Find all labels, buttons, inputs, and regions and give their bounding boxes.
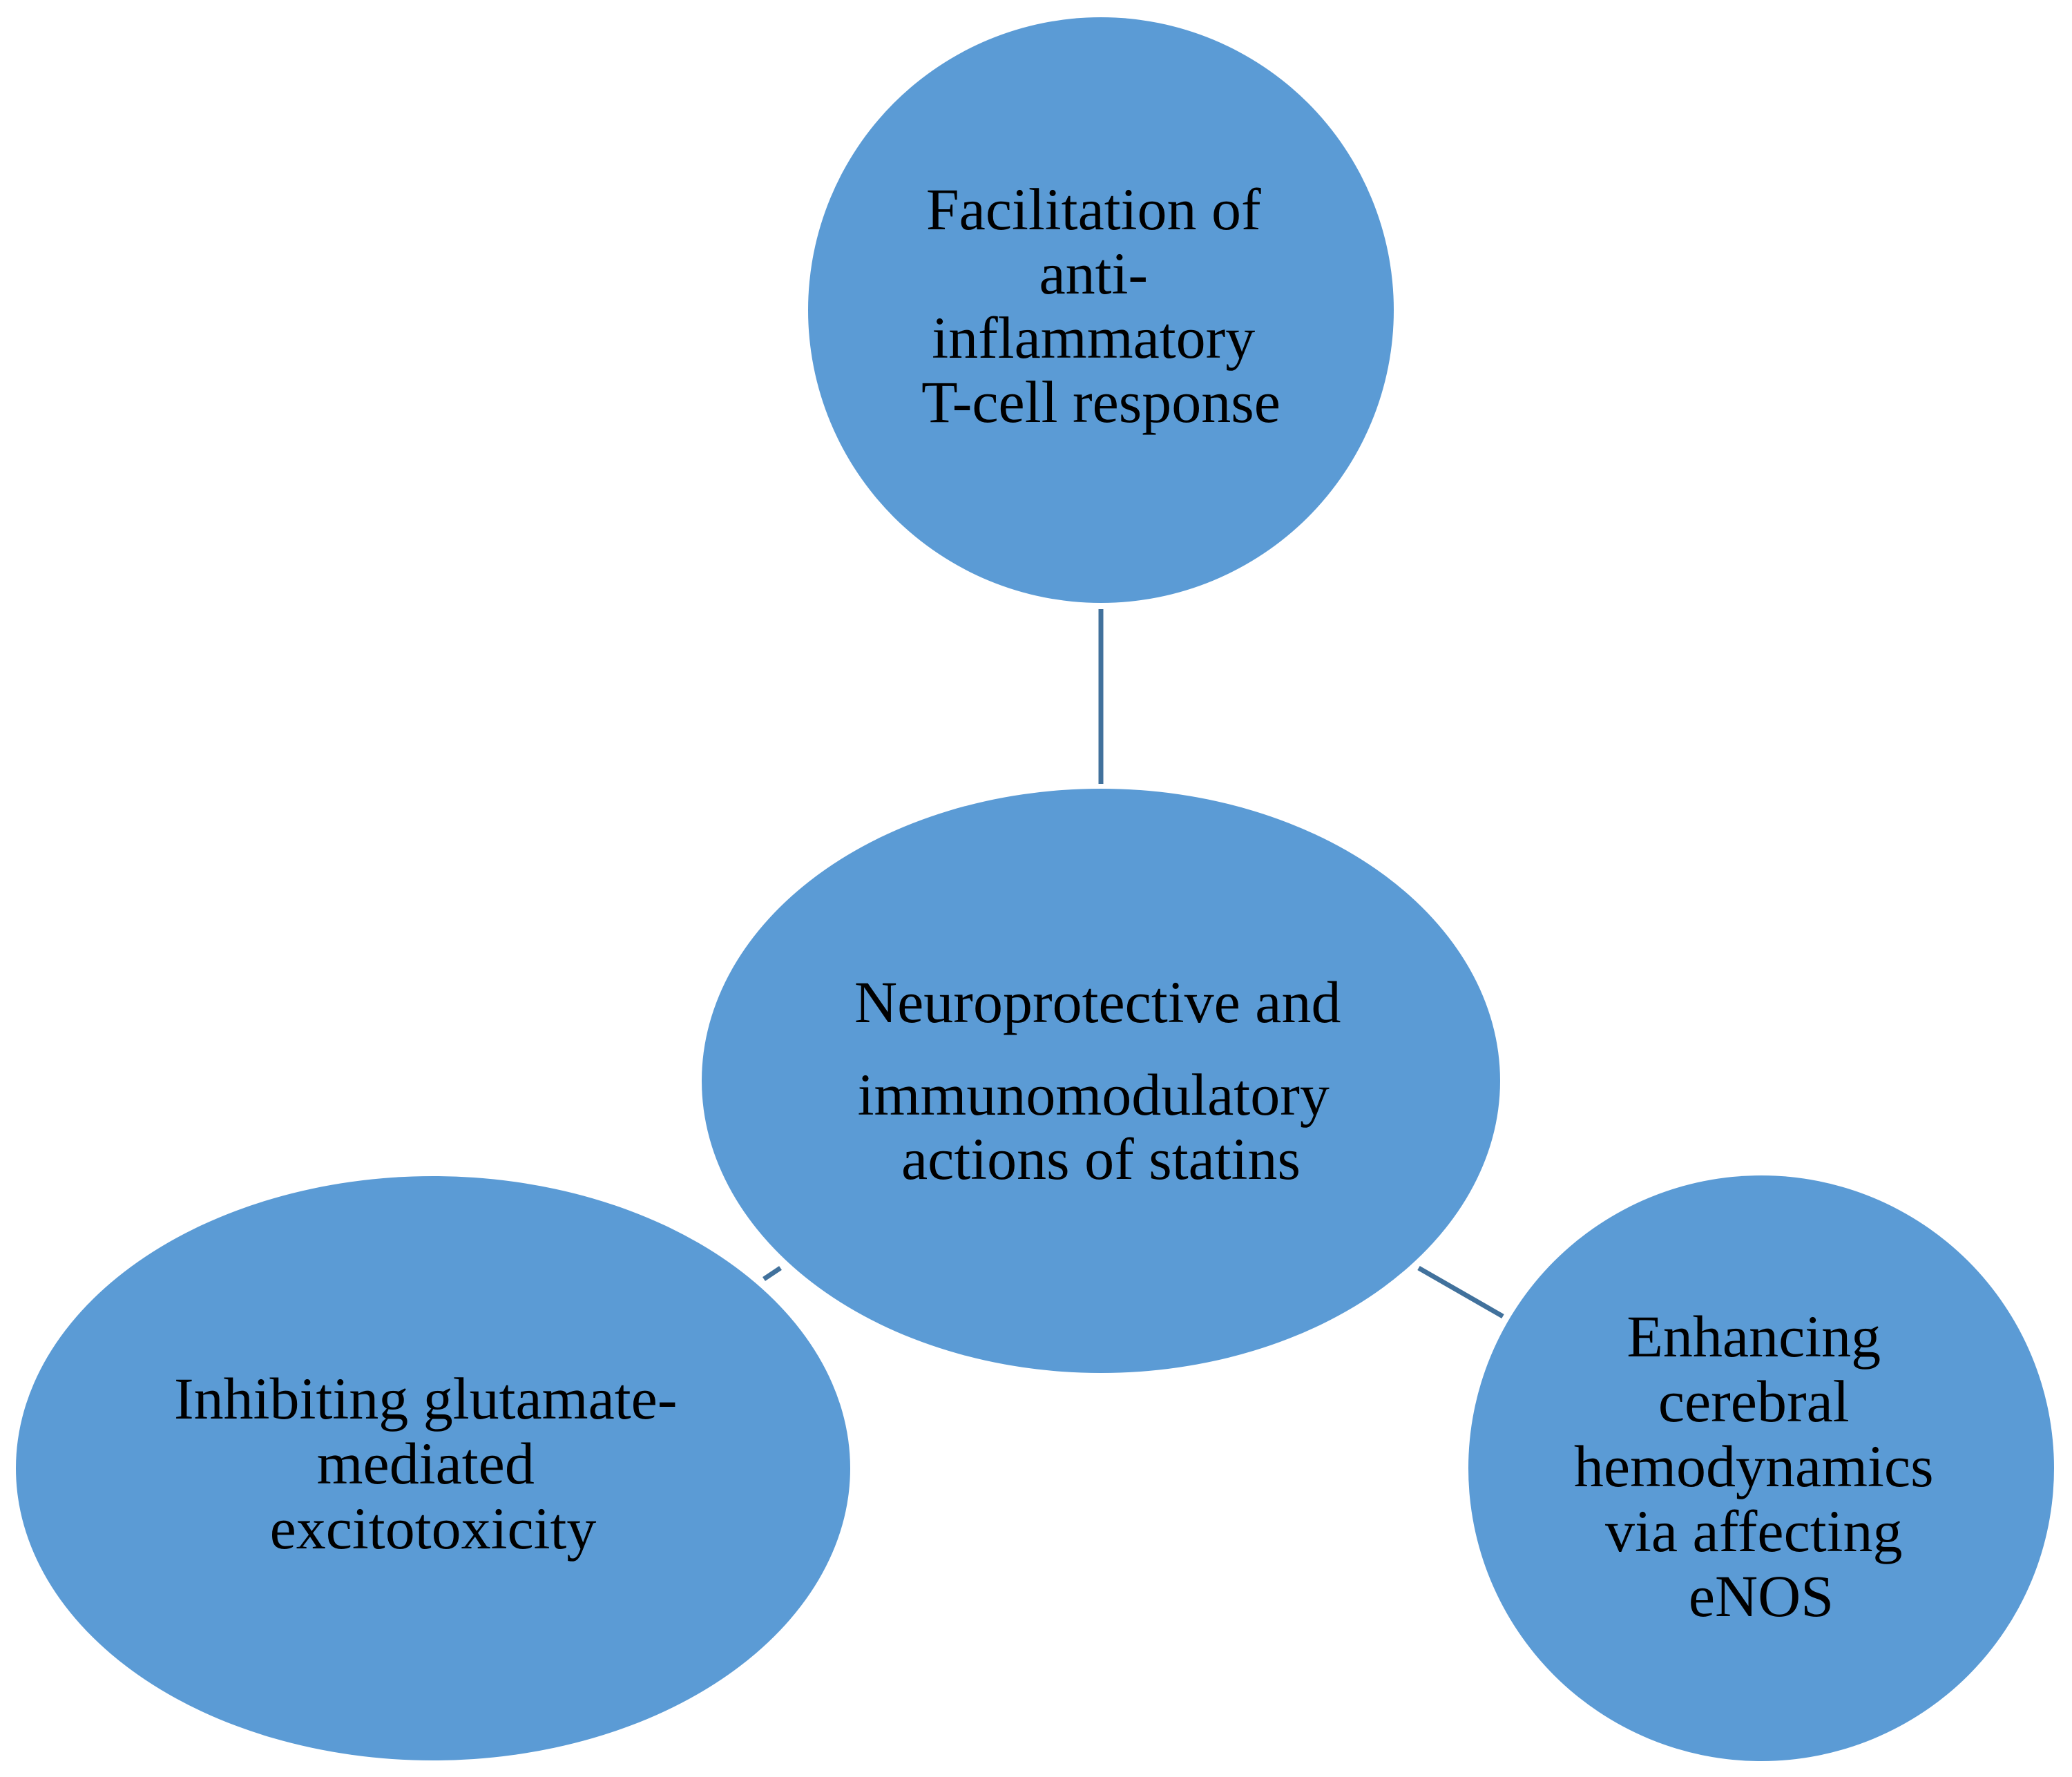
node-right-line-3: hemodynamics — [1574, 1433, 1934, 1499]
node-left-line-1: Inhibiting glutamate- — [174, 1365, 677, 1432]
node-left-ellipse — [16, 1176, 850, 1760]
node-center-line-2: immunomodulatory — [858, 1062, 1330, 1128]
node-right-line-4: via affecting — [1605, 1498, 1903, 1564]
node-right-circle — [1468, 1175, 2054, 1761]
node-right-line-2: cerebral — [1658, 1368, 1850, 1434]
node-right-line-1: Enhancing — [1627, 1303, 1881, 1370]
node-top-line-1: Facilitation of — [926, 176, 1261, 242]
node-top: Facilitation of anti- inflammatory T-cel… — [808, 17, 1394, 603]
node-right-label: Enhancing cerebral hemodynamics via affe… — [1574, 1303, 1948, 1629]
connector-center-left — [762, 1266, 782, 1281]
node-top-circle — [808, 17, 1394, 603]
node-top-label: Facilitation of anti- inflammatory T-cel… — [921, 176, 1280, 435]
node-top-line-4: T-cell response — [921, 369, 1280, 435]
connector-center-right — [1417, 1265, 1504, 1319]
node-left-line-2: mediated — [317, 1430, 535, 1497]
node-right: Enhancing cerebral hemodynamics via affe… — [1468, 1175, 2054, 1761]
node-left-label: Inhibiting glutamate- mediated excitotox… — [174, 1365, 692, 1562]
node-center-label: Neuroprotective and immunomodulatory act… — [854, 969, 1356, 1192]
node-center-ellipse — [702, 789, 1500, 1373]
node-left-line-3: excitotoxicity — [270, 1495, 597, 1562]
node-top-line-3: inflammatory — [932, 305, 1255, 371]
node-right-line-5: eNOS — [1689, 1563, 1834, 1629]
node-center: Neuroprotective and immunomodulatory act… — [702, 789, 1500, 1373]
node-center-line-3: actions of statins — [901, 1126, 1301, 1192]
node-left: Inhibiting glutamate- mediated excitotox… — [16, 1176, 850, 1760]
node-center-line-1: Neuroprotective and — [854, 969, 1341, 1035]
node-top-line-2: anti- — [1039, 240, 1148, 307]
